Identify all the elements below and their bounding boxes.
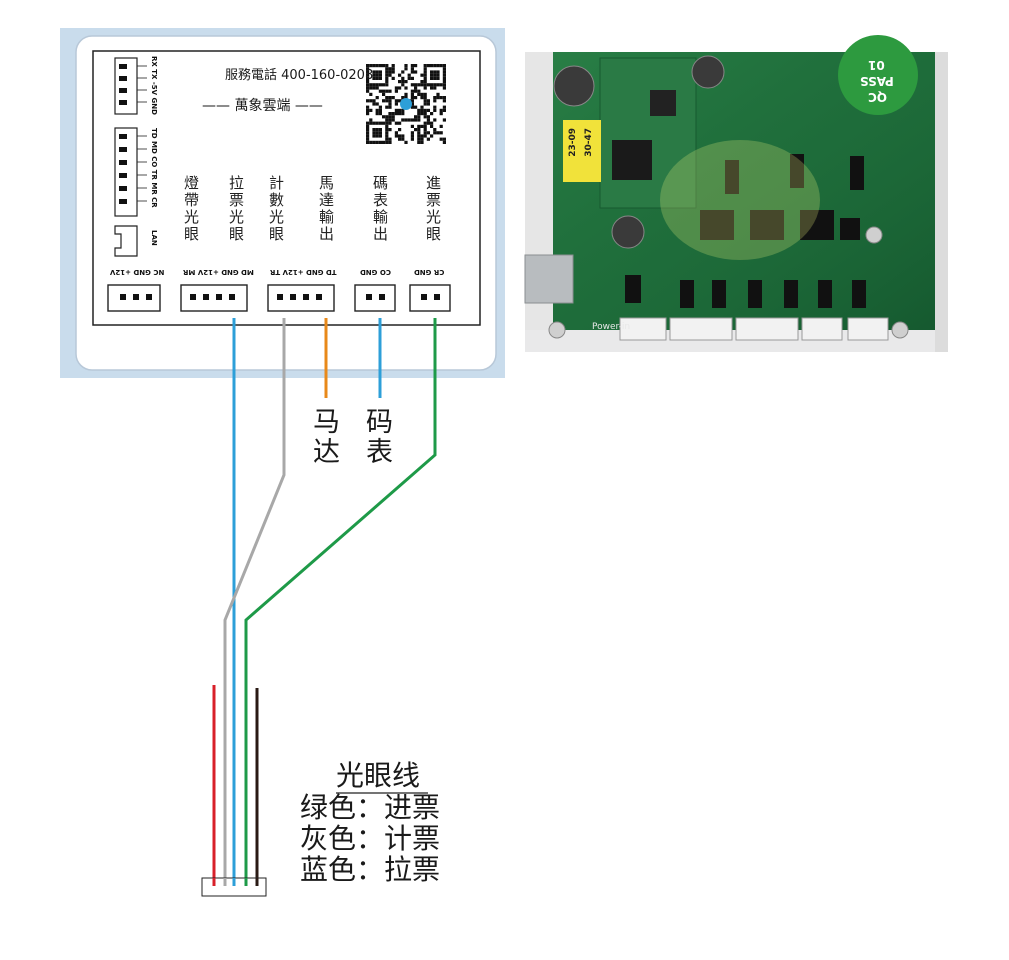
legend-row-green: 绿色：进票 [300, 791, 441, 824]
brand-name: —— 萬象雲端 —— [202, 98, 323, 114]
label-ticket-in-eye: 進票光眼 [424, 175, 442, 243]
label-count-eye: 計數光眼 [267, 175, 285, 243]
connector-td [267, 284, 335, 312]
label-meter-output: 碼表輸出 [371, 175, 389, 243]
qc-label-2: PASS [860, 74, 894, 88]
lan-port [114, 225, 138, 257]
side-header-lan-label: LAN [150, 230, 158, 246]
green-wire [244, 318, 437, 886]
gray-wire [223, 318, 286, 886]
connector-td-label: TD GND +12V TR [270, 268, 337, 276]
connector-co [354, 284, 396, 312]
side-header-mid-label: TD MD CO TR MR CR [150, 128, 158, 208]
side-header-mid [114, 127, 147, 217]
legend-row-blue: 蓝色：拉票 [300, 853, 441, 886]
sticker-line1: 23-09 [568, 128, 578, 157]
qc-label-1: QC [868, 90, 888, 104]
cloud-logo-icon [400, 98, 412, 110]
connector-nc-label: NC GND +12V [110, 268, 165, 276]
side-header-top [114, 57, 147, 115]
label-pull-ticket-eye: 拉票光眼 [227, 175, 245, 243]
connector-nc [107, 284, 161, 312]
label-motor-output: 馬達輸出 [317, 175, 335, 243]
connector-cr [409, 284, 451, 312]
sticker-line2: 30-47 [584, 128, 594, 157]
legend-row-gray: 灰色：计票 [300, 822, 441, 855]
label-light-strip-eye: 燈帶光眼 [182, 175, 200, 243]
motor-annotation: 马达 [313, 407, 340, 468]
meter-annotation: 码表 [366, 407, 393, 468]
connector-md [180, 284, 248, 312]
power-in-label: Power-in [592, 322, 631, 332]
board-photo [524, 35, 948, 352]
side-header-top-label: RX TX -5V GND [150, 56, 158, 115]
service-phone: 服務電話 400-160-0208 [225, 68, 374, 83]
qc-label-3: 01 [868, 58, 885, 72]
connector-cr-label: CR GND [414, 268, 445, 276]
qr-code [366, 64, 446, 144]
connector-co-label: CO GND [360, 268, 391, 276]
legend-title: 光眼线 [336, 759, 421, 792]
connector-md-label: MD GND +12V MR [183, 268, 254, 276]
